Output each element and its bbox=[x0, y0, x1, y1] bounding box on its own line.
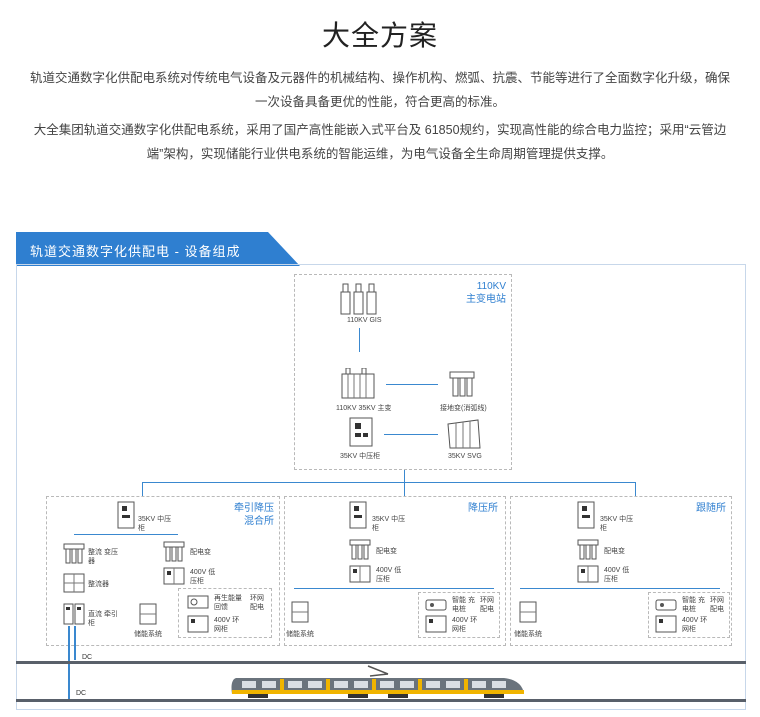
traction-label-2: 混合所 bbox=[244, 516, 274, 527]
follow-label: 跟随所 bbox=[696, 503, 726, 514]
main-switchgear-label: 35KV 中压柜 bbox=[340, 453, 381, 460]
stepdown-lv-subbox bbox=[418, 592, 500, 638]
rail-track bbox=[16, 699, 746, 702]
follow-dist-transformer-icon bbox=[577, 539, 599, 560]
rectifier-icon bbox=[63, 573, 85, 593]
follow-charging-icon bbox=[655, 599, 677, 611]
traction-label: 牵引降压 混合所 bbox=[214, 502, 274, 528]
traction-switchgear-icon bbox=[117, 501, 135, 529]
stepdown-substation-box bbox=[284, 496, 506, 646]
stepdown-charging-icon bbox=[425, 599, 447, 611]
follow-lv-cabinet-icon bbox=[577, 565, 599, 583]
train-icon bbox=[231, 665, 524, 698]
main-substation-label-2: 主变电站 bbox=[466, 294, 506, 305]
gis-icon bbox=[340, 283, 377, 315]
stepdown-ring-label: 环网 配电 bbox=[480, 597, 494, 613]
follow-dist-transformer-label: 配电变 bbox=[604, 548, 625, 555]
traction-lv-subbox bbox=[178, 588, 272, 638]
diagram-frame bbox=[16, 264, 746, 710]
traction-lv-cabinet2-icon bbox=[187, 615, 209, 633]
stepdown-dist-transformer-icon bbox=[349, 539, 371, 560]
bus-drop-stepdown bbox=[404, 482, 405, 496]
follow-switchgear-icon bbox=[577, 501, 595, 529]
link-main-bus bbox=[404, 470, 405, 482]
link-switchgear-svg bbox=[384, 434, 438, 435]
link-gis-transformer bbox=[359, 328, 360, 352]
traction-switchgear-label: 35KV 中压柜 bbox=[138, 516, 172, 532]
svg-device-icon bbox=[447, 419, 481, 449]
follow-lv-cabinet2-label: 400V 环网柜 bbox=[682, 617, 708, 633]
panel-tab: 轨道交通数字化供配电 - 设备组成 bbox=[16, 232, 300, 266]
stepdown-charging-label: 智能 充电桩 bbox=[452, 597, 475, 613]
follow-energy-label: 储能系统 bbox=[514, 631, 542, 638]
svg-device-label: 35KV SVG bbox=[448, 453, 482, 460]
traction-label-1: 牵引降压 bbox=[234, 503, 274, 514]
stepdown-lv-cabinet-label: 400V 低压柜 bbox=[376, 567, 402, 583]
follow-charging-label: 智能 充电桩 bbox=[682, 597, 705, 613]
traction-energy-icon bbox=[139, 603, 157, 625]
energy-feedback-label: 再生能量回馈 bbox=[214, 595, 242, 611]
bus-drop-follow bbox=[635, 482, 636, 496]
panel-tab-shape bbox=[16, 232, 300, 266]
main-switchgear-icon bbox=[349, 417, 373, 447]
rectifier-transformer-label: 整流 变压器 bbox=[88, 549, 118, 565]
stepdown-lv-cabinet2-icon bbox=[425, 615, 447, 633]
traction-lv-cabinet2-label: 400V 环网柜 bbox=[214, 617, 240, 633]
dc-feed-line-2 bbox=[74, 626, 76, 660]
energy-feedback-icon bbox=[187, 595, 209, 609]
rectifier-transformer-icon bbox=[63, 543, 85, 564]
page-title: 大全方案 bbox=[321, 20, 438, 51]
stepdown-lv-bus bbox=[294, 588, 494, 589]
stepdown-lv-cabinet2-label: 400V 环网柜 bbox=[452, 617, 478, 633]
traction-bus bbox=[74, 534, 178, 535]
dc-switch-label: 直流 牵引柜 bbox=[88, 611, 118, 627]
main-substation-label: 110KV 主变电站 bbox=[450, 280, 506, 306]
main-transformer-icon bbox=[341, 368, 375, 399]
traction-dist-transformer-label: 配电变 bbox=[190, 549, 211, 556]
dc-top-label: DC bbox=[82, 654, 93, 661]
intro-paragraph-1: 轨道交通数字化供配电系统对传统电气设备及元器件的机械结构、操作机构、燃弧、抗震、… bbox=[30, 71, 731, 109]
traction-lv-cabinet-icon bbox=[163, 567, 185, 585]
link-transformer-grounding bbox=[386, 384, 438, 385]
gis-label: 110KV GIS bbox=[347, 317, 382, 324]
main-substation-box bbox=[294, 274, 512, 470]
follow-lv-bus bbox=[520, 588, 720, 589]
bus-drop-traction bbox=[142, 482, 143, 496]
stepdown-label: 降压所 bbox=[468, 503, 498, 514]
follow-lv-cabinet2-icon bbox=[655, 615, 677, 633]
panel-title: 轨道交通数字化供配电 - 设备组成 bbox=[30, 244, 241, 259]
follow-switchgear-label: 35KV 中压柜 bbox=[600, 516, 634, 532]
stepdown-dist-transformer-label: 配电变 bbox=[376, 548, 397, 555]
dc-switch-icon bbox=[63, 603, 85, 625]
dc-bottom-label: DC bbox=[76, 690, 87, 697]
traction-lv-cabinet-label: 400V 低压柜 bbox=[190, 569, 216, 585]
stepdown-energy-label: 储能系统 bbox=[286, 631, 314, 638]
traction-energy-label: 储能系统 bbox=[134, 631, 162, 638]
stepdown-switchgear-icon bbox=[349, 501, 367, 529]
grounding-transformer-icon bbox=[449, 371, 475, 397]
follow-lv-subbox bbox=[648, 592, 730, 638]
traction-substation-box bbox=[46, 496, 280, 646]
follow-substation-box bbox=[510, 496, 732, 646]
follow-lv-cabinet-label: 400V 低压柜 bbox=[604, 567, 630, 583]
stepdown-switchgear-label: 35KV 中压柜 bbox=[372, 516, 406, 532]
stepdown-energy-icon bbox=[291, 601, 309, 623]
overhead-catenary bbox=[16, 661, 746, 664]
grounding-label: 接地变(消弧线) bbox=[440, 405, 487, 412]
follow-energy-icon bbox=[519, 601, 537, 623]
stepdown-lv-cabinet-icon bbox=[349, 565, 371, 583]
traction-dist-transformer-icon bbox=[163, 541, 185, 562]
ring-network-label: 环网 配电 bbox=[250, 595, 264, 611]
main-substation-label-1: 110KV bbox=[476, 281, 506, 292]
rectifier-label: 整流器 bbox=[88, 581, 109, 588]
distribution-bus bbox=[142, 482, 636, 483]
follow-ring-label: 环网 配电 bbox=[710, 597, 724, 613]
intro-paragraph-2: 大全集团轨道交通数字化供配电系统，采用了国产高性能嵌入式平台及 61850规约，… bbox=[33, 123, 727, 161]
main-transformer-label: 110KV 35KV 主变 bbox=[336, 405, 392, 412]
